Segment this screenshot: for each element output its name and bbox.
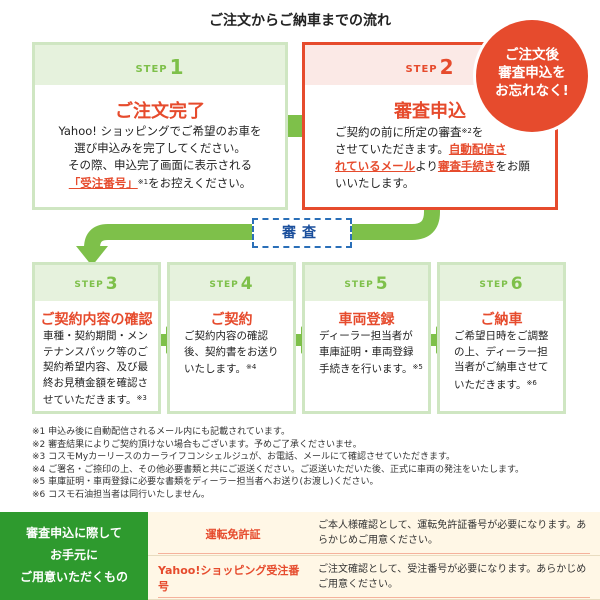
footnote-6: ※6 コスモ石油担当者は同行いたしません。 [32,489,210,500]
requirement-license-label: 運転免許証 [205,527,261,541]
step-4-body: ご契約内容の確認後、契約書をお送りいたします。※4 [184,330,279,375]
step-2-title: 審査申込 [394,101,466,122]
step-1-title: ご注文完了 [115,101,205,122]
page-title: ご注文からご納車までの流れ [209,13,391,29]
footnote-2: ※2 審査結果によりご契約頂けない場合もございます。予めご了承くださいませ。 [32,439,362,450]
screening-label: 審査 [252,218,352,248]
footnote-4: ※4 ご署名・ご捺印の上、その他必要書類と共にご返送ください。ご返送いただいた後… [32,464,525,475]
footnote-3: ※3 コスモMyカーリースのカーライフコンシェルジュが、お電話、メールにて確認さ… [32,452,456,463]
requirement-order-number: Yahoo!ショッピング受注番号 ご注文確認として、受注番号が必要になります。あ… [148,556,600,600]
arrow-2-3-head [76,246,108,266]
step-3-body: 車種・契約期間・メンテナンスパック等のご契約希望内容、及び最終お見積金額を確認さ… [43,330,148,406]
step-2-body: ご契約の前に所定の審査※2を させていただきます。自動配信さ れているメールより… [335,125,530,190]
step-4-title: ご契約 [210,312,253,328]
reminder-badge: ご注文後 審査申込を お忘れなく! [476,20,588,132]
step-5-title: 車両登録 [338,312,395,328]
step-6-body: ご希望日時をご調整の上、ディーラー担当者がご納車させていただきます。※6 [454,330,549,391]
footnote-1: ※1 申込み後に自動配信されるメール内にも記載されています。 [32,427,290,437]
step-3-title: ご契約内容の確認 [40,312,153,328]
requirements-heading: 審査申込に際して お手元に ご用意いただくもの [0,512,148,600]
requirement-order-number-desc: ご注文確認として、受注番号が必要になります。あらかじめご用意ください。 [318,564,587,590]
step-1-body: Yahoo! ショッピングでご希望のお車を 選び申込みを完了してください。 その… [58,124,262,190]
requirement-order-number-label: Yahoo!ショッピング受注番号 [158,563,300,593]
footnote-5: ※5 車庫証明・車両登録に必要な書類をディーラー担当者へお送り(お渡し)ください… [32,477,379,488]
requirement-license: 運転免許証 ご本人様確認として、運転免許証番号が必要になります。あらかじめご用意… [148,512,600,556]
requirement-license-desc: ご本人様確認として、運転免許証番号が必要になります。あらかじめご用意ください。 [318,520,587,546]
footnotes: ※1 申込み後に自動配信されるメール内にも記載されています。 ※2 審査結果によ… [32,426,572,502]
step-6-title: ご納車 [480,312,523,328]
step-5-body: ディーラー担当者が車庫証明・車両登録手続きを行います。※5 [319,330,423,375]
order-number-highlight: 「受注番号」 [68,176,138,190]
